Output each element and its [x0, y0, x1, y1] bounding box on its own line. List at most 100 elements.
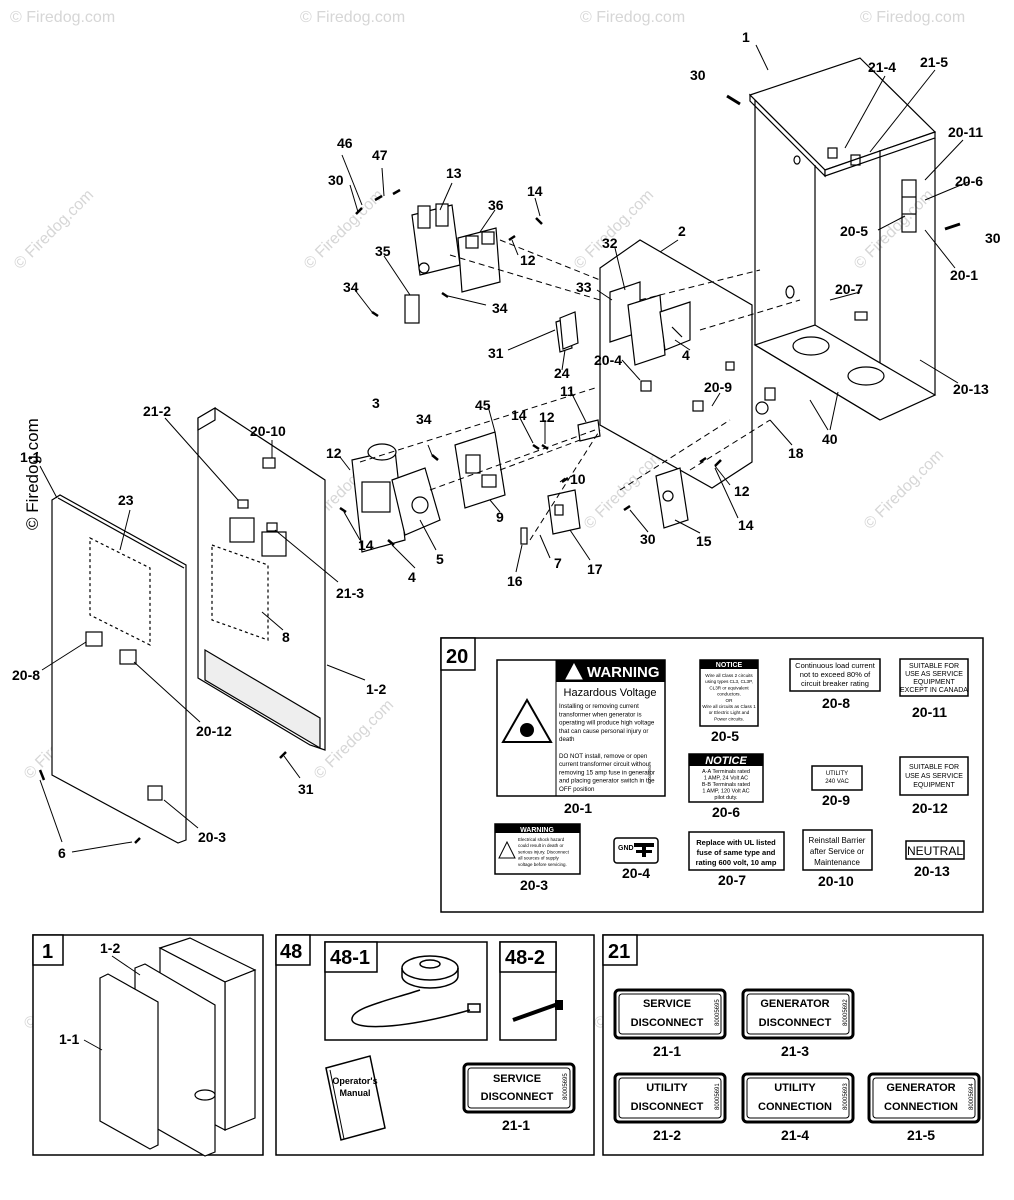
decal-ref-20-5: 20-5 — [711, 728, 739, 744]
watermark: © Firedog.com — [11, 186, 97, 272]
callout-20-5: 20-5 — [840, 223, 868, 239]
decal-text-line: USE AS SERVICE — [905, 671, 963, 678]
warning-text-line: DO NOT install, remove or open — [559, 753, 648, 760]
callout-34: 34 — [492, 300, 508, 316]
callout-14: 14 — [738, 517, 754, 533]
screw-part-48-2 — [512, 1000, 563, 1022]
label-code: 80005693 — [843, 1083, 849, 1110]
box-48-1-tag: 48-1 — [330, 947, 370, 969]
watermark: © Firedog.com — [861, 446, 947, 532]
decal-text-line: Maintenance — [814, 858, 860, 867]
callout-30: 30 — [690, 67, 706, 83]
enclosure-part-1 — [748, 57, 937, 421]
callout-34: 34 — [343, 279, 359, 295]
strip-part-35 — [404, 294, 420, 324]
fuse-block-part-15 — [655, 467, 689, 529]
label-ref: 21-3 — [781, 1043, 809, 1059]
label-ref: 21-5 — [907, 1127, 935, 1143]
warning-text-line: transformer when generator is — [559, 711, 642, 718]
bracket-part-32-33 — [609, 281, 691, 366]
decal-20-1-warning: WARNING Hazardous Voltage Installing or … — [496, 659, 666, 816]
callout-31: 31 — [488, 345, 504, 361]
callout-20-13: 20-13 — [953, 381, 989, 397]
notice-text-line: OR — [726, 698, 734, 703]
notice-text-line: conductors. — [717, 692, 741, 697]
label-ref: 21-1 — [653, 1043, 681, 1059]
warning-text-line: current transformer circuit without — [559, 761, 651, 768]
label-text-line: UTILITY — [646, 1082, 688, 1094]
decal-20-4-ground: GND 20-4 — [613, 837, 659, 881]
callout-3: 3 — [372, 395, 380, 411]
fuse-part-16 — [520, 527, 528, 545]
callout-12: 12 — [520, 252, 536, 268]
callout-9: 9 — [496, 509, 504, 525]
label-text-line: DISCONNECT — [481, 1091, 554, 1103]
warning-code: 80005680 — [647, 765, 652, 784]
transfer-mechanism-part-3 — [351, 443, 441, 553]
notice-text-line: pilot duty. — [714, 795, 738, 801]
warning-text-line: death — [559, 736, 575, 743]
decal-text-line: EQUIPMENT — [913, 679, 955, 686]
callout-20-3: 20-3 — [198, 829, 226, 845]
callout-33: 33 — [576, 279, 592, 295]
label-ref-21-1: 21-1 — [502, 1117, 530, 1133]
box-48-2-tag: 48-2 — [505, 947, 545, 969]
notice-text-line: A-A Terminals rated — [702, 769, 750, 775]
callout-7: 7 — [554, 555, 562, 571]
callout-21-4: 21-4 — [868, 59, 896, 75]
gnd-text: GND — [618, 845, 634, 852]
firedog-vertical-mark: © Firedog.com — [23, 418, 42, 530]
callout-21-5: 21-5 — [920, 54, 948, 70]
warning-text-line: voltage before servicing. — [518, 862, 567, 867]
callout-2: 2 — [678, 223, 686, 239]
decal-kit-box-20: 20 WARNING Hazardous Voltage Installing … — [440, 637, 984, 913]
callout-14: 14 — [358, 537, 374, 553]
current-transformer-part-48-1 — [351, 955, 481, 1028]
callout-12: 12 — [326, 445, 342, 461]
callout-30: 30 — [985, 230, 1001, 246]
watermark: © Firedog.com — [300, 9, 405, 26]
lugs-part-18 — [755, 387, 776, 415]
callout-20-1: 20-1 — [950, 267, 978, 283]
watermark: © Firedog.com — [860, 9, 965, 26]
label-text-line: SERVICE — [643, 998, 691, 1010]
decal-text-line: not to exceed 80% of — [800, 670, 871, 679]
decal-text-line: Continuous load current — [795, 661, 876, 670]
callout-40: 40 — [822, 431, 838, 447]
relay-part-36 — [457, 227, 501, 293]
callout-30: 30 — [640, 531, 656, 547]
callout-17: 17 — [587, 561, 603, 577]
decal-ref-20-1: 20-1 — [564, 800, 592, 816]
decal-ref-20-7: 20-7 — [718, 872, 746, 888]
callout-45: 45 — [475, 397, 491, 413]
callout-35: 35 — [375, 243, 391, 259]
label-text-line: CONNECTION — [758, 1101, 832, 1113]
label-text-line: CONNECTION — [884, 1101, 958, 1113]
warning-text-line: all sources of supply — [518, 856, 560, 861]
decal-ref-20-13: 20-13 — [914, 863, 950, 879]
label-text-line: GENERATOR — [886, 1082, 955, 1094]
label-text-line: SERVICE — [493, 1073, 541, 1085]
decal-text-line: SUITABLE FOR — [909, 764, 959, 771]
callout-24: 24 — [554, 365, 570, 381]
warning-text-line: that can cause personal injury or — [559, 728, 648, 735]
callout-6: 6 — [58, 845, 66, 861]
warning-title: Hazardous Voltage — [564, 687, 657, 699]
screws — [38, 188, 722, 844]
label-text-line: DISCONNECT — [631, 1101, 704, 1113]
callout-46: 46 — [337, 135, 353, 151]
inner-barrier-part-1-2 — [197, 406, 326, 751]
warning-text-line: operating will produce high voltage — [559, 720, 655, 727]
callout-36: 36 — [488, 197, 504, 213]
decal-text-line: EQUIPMENT — [913, 782, 955, 789]
callout-labels: 1 30 21-4 21-5 20-11 20-6 20-5 30 20-1 2… — [12, 29, 1001, 861]
notice-text-line: 1 AMP, 24 Volt AC — [704, 776, 748, 782]
callout-1-2: 1-2 — [366, 681, 386, 697]
decal-ref-20-6: 20-6 — [712, 804, 740, 820]
